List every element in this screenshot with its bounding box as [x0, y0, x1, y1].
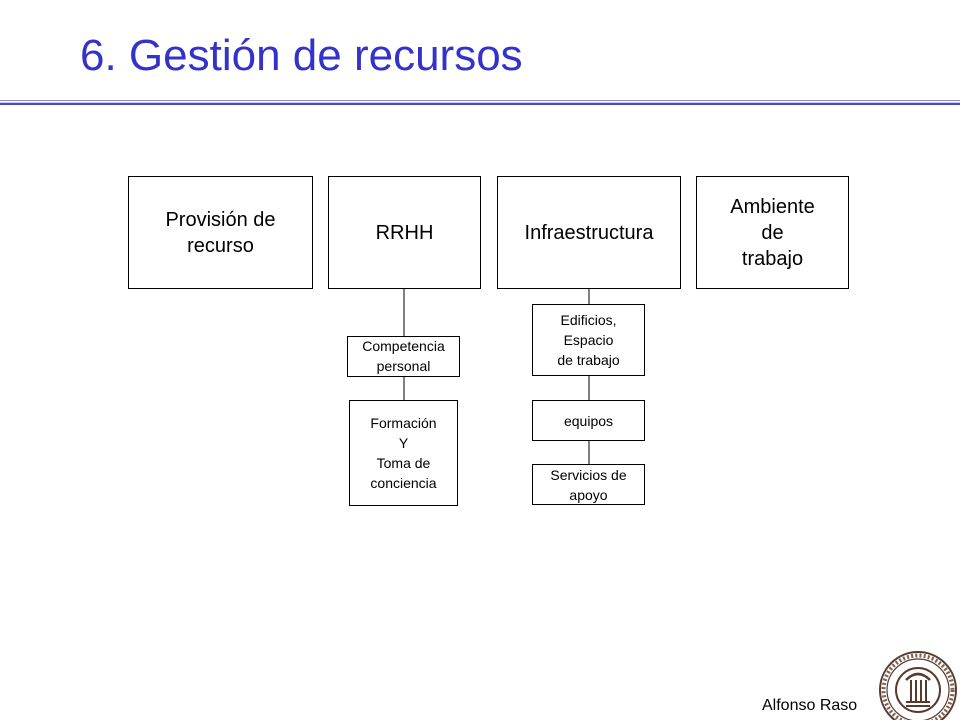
box-rrhh: RRHH	[328, 176, 481, 289]
box-infraestructura: Infraestructura	[497, 176, 681, 289]
university-seal-icon	[879, 651, 957, 720]
author-name: Alfonso Raso	[762, 697, 858, 714]
box-servicios-apoyo: Servicios de apoyo	[532, 464, 645, 505]
box-equipos: equipos	[532, 400, 645, 441]
box-formacion: Formación Y Toma de conciencia	[349, 400, 458, 506]
box-edificios: Edificios, Espacio de trabajo	[532, 304, 645, 376]
box-competencia-personal: Competencia personal	[347, 336, 460, 377]
slide-title: 6. Gestión de recursos	[80, 31, 523, 80]
box-provision-recurso: Provisión de recurso	[128, 176, 313, 289]
title-divider	[0, 100, 960, 105]
box-ambiente-trabajo: Ambiente de trabajo	[696, 176, 849, 289]
